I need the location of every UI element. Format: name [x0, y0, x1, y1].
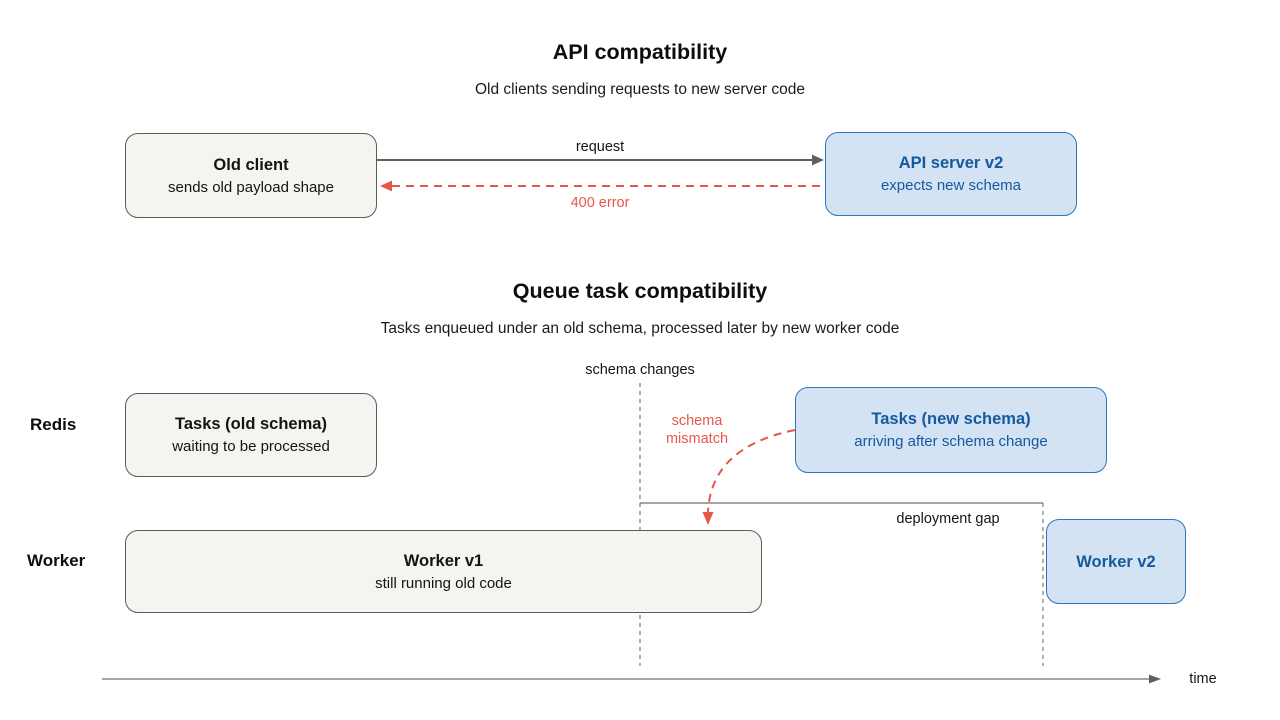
tasks-new-subtitle: arriving after schema change [854, 433, 1048, 450]
schema-mismatch-arrowhead-icon [702, 512, 714, 525]
request-arrowhead-icon [812, 154, 824, 166]
time-axis-label: time [1189, 671, 1217, 687]
tasks-old-schema-box: Tasks (old schema) waiting to be process… [125, 393, 377, 477]
old-client-box: Old client sends old payload shape [125, 133, 377, 218]
time-axis-arrowhead-icon [1149, 674, 1161, 684]
worker-v2-title: Worker v2 [1076, 552, 1156, 571]
lane-label-worker: Worker [27, 551, 86, 570]
worker-v1-title: Worker v1 [403, 551, 484, 570]
schema-changes-label: schema changes [585, 362, 695, 378]
error-arrowhead-icon [380, 180, 392, 192]
schema-mismatch-label: schema mismatch [665, 413, 729, 447]
worker-v1-box: Worker v1 still running old code [125, 530, 762, 613]
api-server-subtitle: expects new schema [880, 177, 1022, 194]
api-server-box: API server v2 expects new schema [825, 132, 1077, 216]
schema-mismatch-arrow-curve [707, 429, 796, 513]
queue-section-subtitle: Tasks enqueued under an old schema, proc… [380, 320, 900, 337]
old-client-subtitle: sends old payload shape [168, 178, 334, 196]
tasks-new-title: Tasks (new schema) [871, 410, 1031, 428]
error-arrow-label: 400 error [570, 195, 630, 211]
tasks-old-title: Tasks (old schema) [175, 415, 327, 433]
deployment-gap-label: deployment gap [896, 511, 1000, 527]
worker-v2-box: Worker v2 [1046, 519, 1186, 604]
tasks-new-schema-box: Tasks (new schema) arriving after schema… [795, 387, 1107, 473]
queue-section-title: Queue task compatibility [512, 279, 768, 303]
api-server-title: API server v2 [898, 154, 1004, 172]
api-section-title: API compatibility [552, 40, 728, 64]
lane-label-redis: Redis [30, 415, 77, 434]
tasks-old-subtitle: waiting to be processed [172, 438, 330, 455]
old-client-title: Old client [213, 155, 289, 174]
request-arrow-label: request [575, 139, 625, 155]
worker-v1-subtitle: still running old code [375, 574, 512, 592]
api-section-subtitle: Old clients sending requests to new serv… [475, 81, 805, 98]
